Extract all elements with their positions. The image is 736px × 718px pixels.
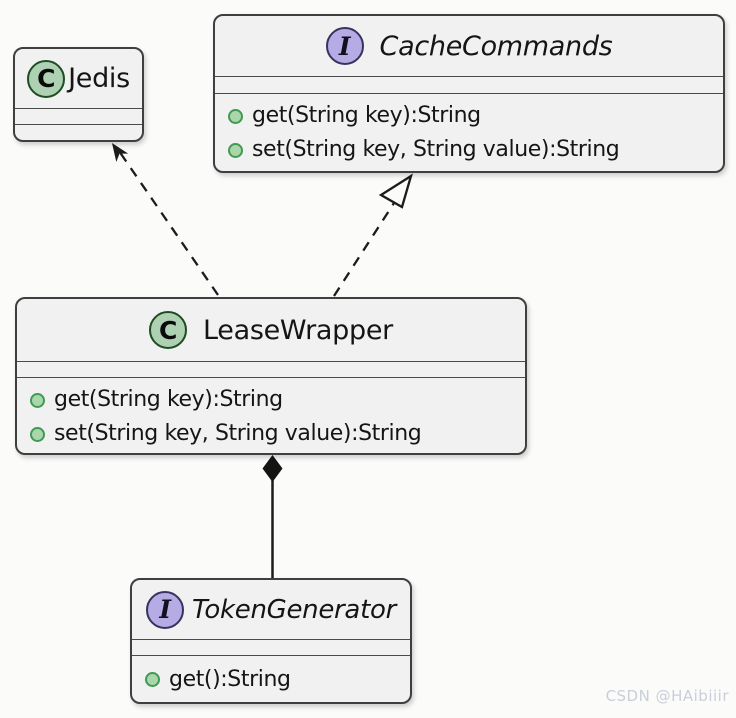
interface-title-tokengenerator: I TokenGenerator: [132, 580, 410, 639]
class-icon: C: [27, 59, 66, 98]
class-box-leasewrapper: C LeaseWrapper get(String key):String se…: [15, 297, 527, 455]
class-name: LeaseWrapper: [203, 314, 393, 346]
composition-link-leasewrapper-to-tokengenerator: [262, 455, 283, 578]
csdn-watermark: CSDN @HAibiiir: [605, 687, 729, 705]
interface-icon: I: [325, 27, 364, 65]
fields-compartment-empty: [17, 361, 525, 377]
interface-title-cachecommands: I CacheCommands: [215, 16, 723, 76]
fields-compartment-empty: [215, 76, 723, 93]
public-method-icon: [30, 426, 45, 442]
method-signature: set(String key, String value):String: [54, 421, 422, 446]
class-icon: C: [149, 311, 188, 349]
interface-name: TokenGenerator: [192, 594, 396, 625]
method-signature: get():String: [169, 666, 291, 692]
dependency-arrow-leasewrapper-to-jedis: [112, 143, 219, 296]
methods-compartment: get(String key):String set(String key, S…: [17, 377, 525, 455]
interface-name: CacheCommands: [379, 30, 613, 62]
class-title-jedis: C Jedis: [15, 49, 142, 108]
public-method-icon: [145, 672, 160, 687]
method-row: set(String key, String value):String: [228, 133, 711, 167]
method-row: get(String key):String: [30, 383, 513, 417]
method-row: get():String: [145, 663, 398, 697]
method-signature: set(String key, String value):String: [252, 137, 620, 162]
interface-box-cachecommands: I CacheCommands get(String key):String s…: [213, 14, 725, 173]
interface-box-tokengenerator: I TokenGenerator get():String: [130, 578, 412, 704]
methods-compartment: get(String key):String set(String key, S…: [215, 93, 723, 171]
realization-arrow-leasewrapper-to-cachecommands: [333, 173, 413, 297]
method-signature: get(String key):String: [252, 103, 481, 128]
class-name: Jedis: [68, 63, 130, 94]
fields-compartment-empty: [132, 639, 410, 655]
public-method-icon: [228, 108, 243, 124]
interface-icon: I: [146, 590, 185, 629]
methods-compartment: get():String: [132, 655, 410, 702]
method-row: set(String key, String value):String: [30, 417, 513, 451]
methods-compartment-empty: [15, 124, 142, 140]
fields-compartment-empty: [15, 108, 142, 124]
public-method-icon: [228, 142, 243, 158]
method-signature: get(String key):String: [54, 387, 283, 412]
method-row: get(String key):String: [228, 99, 711, 133]
class-box-jedis: C Jedis: [13, 47, 144, 142]
class-title-leasewrapper: C LeaseWrapper: [17, 299, 525, 361]
public-method-icon: [30, 392, 45, 408]
